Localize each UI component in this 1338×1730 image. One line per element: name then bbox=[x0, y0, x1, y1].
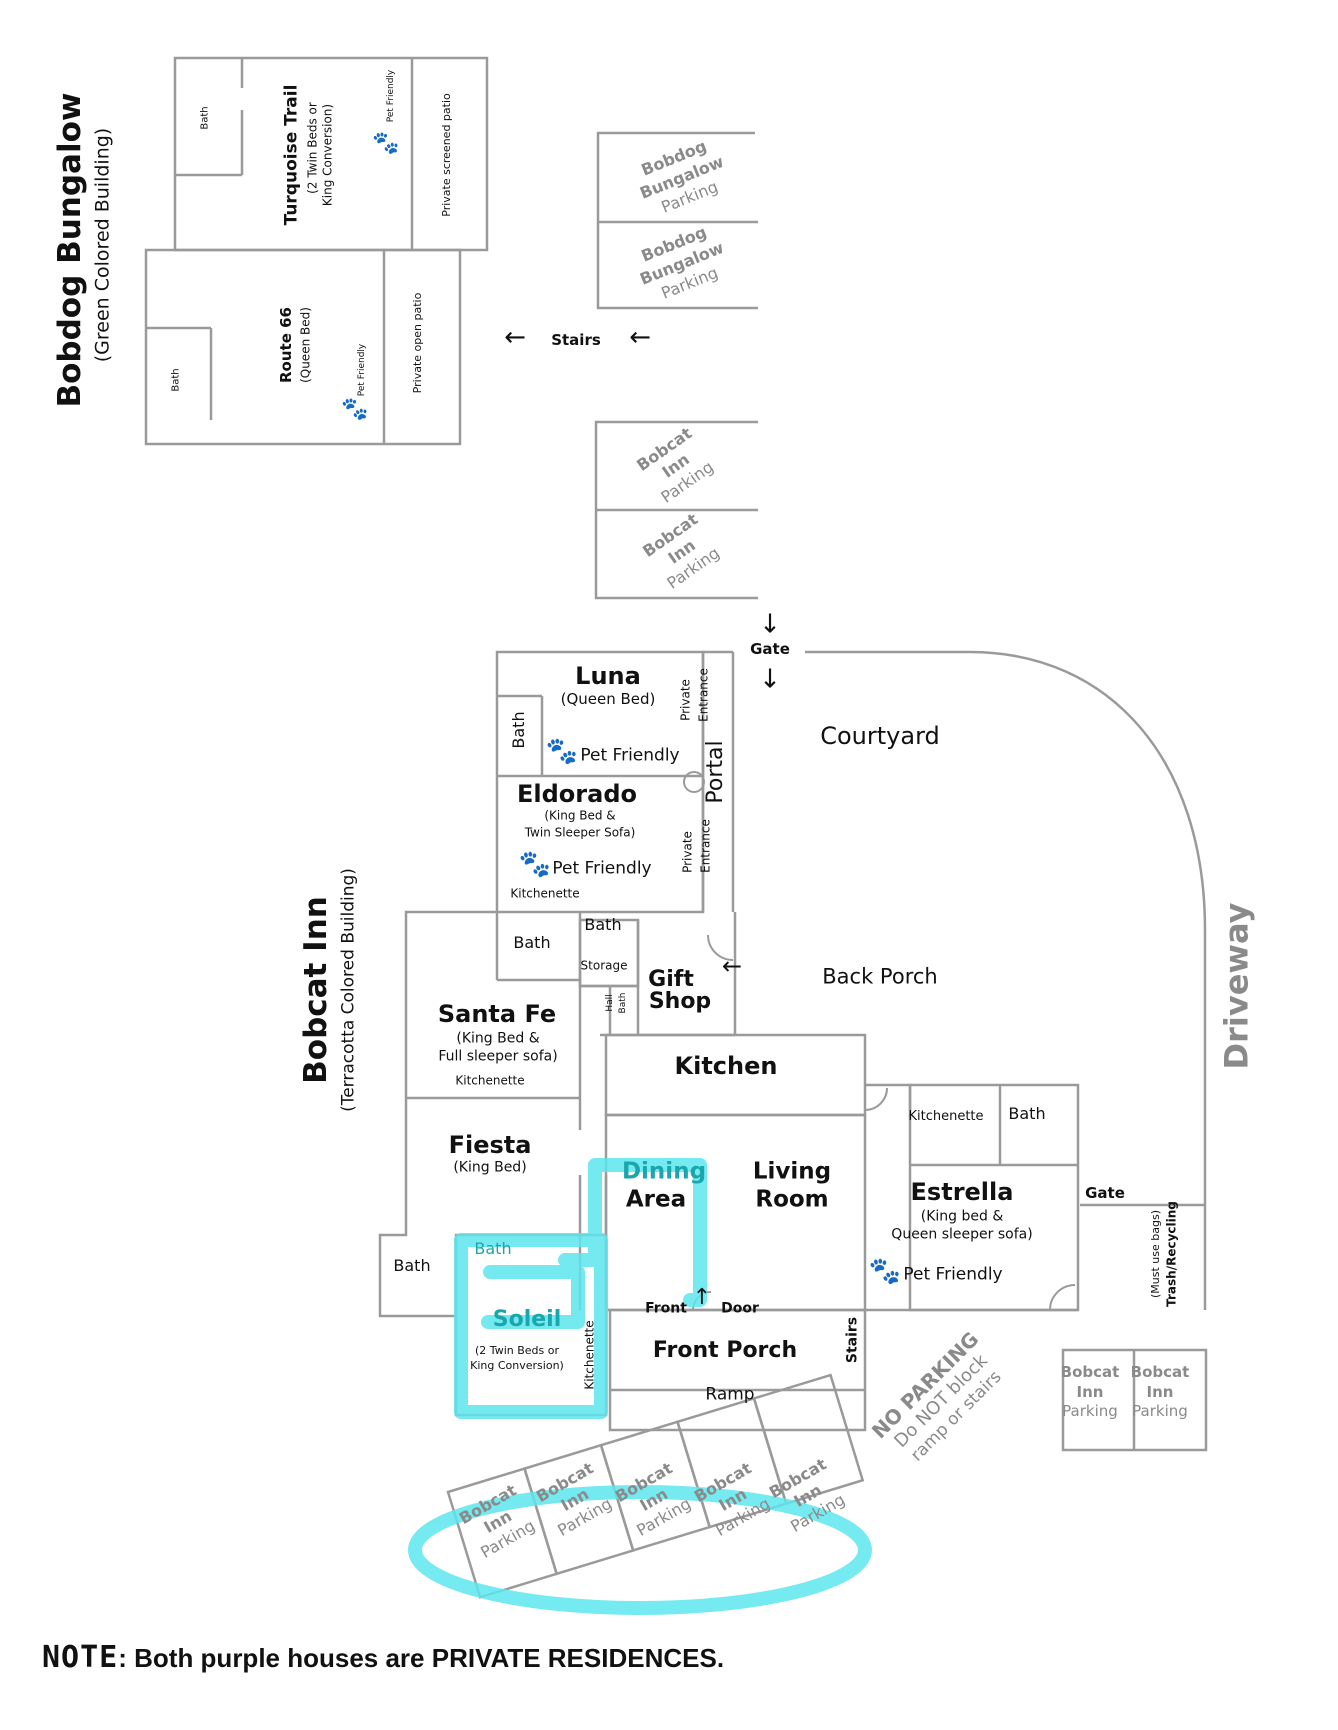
kitchenette-label: Kitchenette bbox=[510, 886, 580, 901]
gate-label: Gate bbox=[750, 639, 790, 658]
arrow-left-icon: ← bbox=[721, 951, 743, 980]
stairs-label: Stairs bbox=[844, 1316, 861, 1364]
paw-icon: 🐾 bbox=[372, 130, 400, 156]
door-label: Door bbox=[721, 1300, 759, 1317]
arrow-down-icon: ↓ bbox=[759, 609, 781, 640]
pet-friendly-label: Pet Friendly bbox=[580, 745, 680, 766]
front-porch-label: Front Porch bbox=[652, 1337, 798, 1363]
bath-label: Bath bbox=[474, 1239, 512, 1259]
estrella-beds-1: (King bed & bbox=[920, 1208, 1004, 1225]
dining-area-1: Dining bbox=[621, 1158, 707, 1185]
hall-bath-1: Hall bbox=[605, 994, 616, 1012]
pet-friendly-label: Pet Friendly bbox=[552, 858, 652, 879]
paw-icon: 🐾 bbox=[341, 396, 369, 422]
luna-name: Luna bbox=[575, 661, 641, 690]
open-patio-label: Private open patio bbox=[410, 292, 424, 394]
eldorado-beds-2: Twin Sleeper Sofa) bbox=[524, 825, 636, 840]
arrow-left-icon: ← bbox=[504, 322, 526, 353]
bath-label: Bath bbox=[509, 711, 529, 749]
pet-friendly-label: Pet Friendly bbox=[903, 1264, 1003, 1285]
route66-name: Route 66 bbox=[276, 307, 295, 383]
bath-label: Bath bbox=[199, 106, 211, 130]
turquoise-trail-beds-1: (2 Twin Beds or bbox=[305, 102, 320, 194]
bath-label: Bath bbox=[513, 933, 551, 953]
bath-label: Bath bbox=[1008, 1104, 1046, 1124]
eldorado-name: Eldorado bbox=[517, 779, 637, 808]
gate-label: Gate bbox=[1085, 1183, 1125, 1202]
private-entrance-2: Entrance bbox=[698, 819, 713, 873]
paw-icon: 🐾 bbox=[868, 1256, 902, 1287]
gift-shop-1: Gift bbox=[648, 966, 694, 992]
kitchenette-label: Kitchenette bbox=[582, 1320, 597, 1390]
fiesta-beds: (King Bed) bbox=[453, 1159, 527, 1176]
inn-title: Bobcat Inn bbox=[297, 896, 334, 1084]
turquoise-trail-beds-2: King Conversion) bbox=[320, 103, 335, 207]
arrow-down-icon: ↓ bbox=[759, 664, 781, 695]
pet-friendly-label: Pet Friendly bbox=[357, 343, 368, 397]
living-room-2: Room bbox=[755, 1186, 829, 1213]
bath-label: Bath bbox=[393, 1256, 431, 1276]
note-text: NOTE: Both purple houses are PRIVATE RES… bbox=[42, 1640, 724, 1675]
gift-shop-2: Shop bbox=[648, 988, 712, 1014]
private-entrance-1: Private bbox=[680, 831, 695, 873]
hall-bath-2: Bath bbox=[618, 992, 629, 1014]
driveway-label: Driveway bbox=[1217, 902, 1256, 1070]
estrella-beds-2: Queen sleeper sofa) bbox=[891, 1226, 1033, 1243]
note-label: NOTE bbox=[42, 1640, 119, 1675]
front-label: Front bbox=[645, 1300, 687, 1317]
dining-area-2: Area bbox=[625, 1186, 687, 1213]
bath-label: Bath bbox=[170, 368, 182, 392]
ramp-label: Ramp bbox=[705, 1384, 755, 1405]
paw-icon: 🐾 bbox=[518, 849, 552, 880]
note-message: : Both purple houses are PRIVATE RESIDEN… bbox=[118, 1643, 725, 1673]
turquoise-trail-name: Turquoise Trail bbox=[281, 84, 302, 226]
private-entrance-2: Entrance bbox=[696, 668, 711, 722]
storage-label: Storage bbox=[580, 958, 628, 973]
private-entrance-1: Private bbox=[678, 679, 693, 721]
arrow-up-icon: ↑ bbox=[692, 1284, 712, 1310]
bungalow-title: Bobdog Bungalow bbox=[51, 92, 88, 408]
stairs-label: Stairs bbox=[551, 330, 601, 349]
kitchenette-label: Kitchenette bbox=[455, 1073, 525, 1088]
fiesta-name: Fiesta bbox=[448, 1130, 532, 1159]
soleil-beds-2: King Conversion) bbox=[470, 1358, 564, 1372]
living-room-1: Living bbox=[752, 1158, 832, 1185]
pet-friendly-label: Pet Friendly bbox=[386, 69, 397, 123]
courtyard-label: Courtyard bbox=[820, 721, 940, 750]
kitchenette-label: Kitchenette bbox=[908, 1108, 984, 1124]
route66-beds: (Queen Bed) bbox=[298, 307, 313, 383]
paw-icon: 🐾 bbox=[545, 736, 579, 767]
bungalow-subtitle: (Green Colored Building) bbox=[91, 127, 114, 363]
eldorado-beds-1: (King Bed & bbox=[544, 808, 616, 823]
estrella-name: Estrella bbox=[910, 1177, 1014, 1206]
arrow-left-icon: ← bbox=[629, 322, 651, 353]
trash-label-2: (Must use bags) bbox=[1148, 1210, 1162, 1298]
portal-label: Portal bbox=[702, 740, 728, 804]
inn-subtitle: (Terracotta Colored Building) bbox=[338, 868, 359, 1112]
bath-label: Bath bbox=[584, 915, 622, 935]
soleil-name: Soleil bbox=[492, 1306, 562, 1332]
screened-patio-label: Private screened patio bbox=[439, 93, 453, 217]
santafe-beds-2: Full sleeper sofa) bbox=[438, 1048, 558, 1065]
santafe-name: Santa Fe bbox=[437, 999, 557, 1028]
back-porch-label: Back Porch bbox=[822, 964, 938, 989]
trash-label-1: Trash/Recycling bbox=[1164, 1201, 1179, 1307]
soleil-beds-1: (2 Twin Beds or bbox=[475, 1343, 559, 1357]
santafe-beds-1: (King Bed & bbox=[456, 1030, 540, 1047]
luna-beds: (Queen Bed) bbox=[560, 689, 656, 708]
kitchen-label: Kitchen bbox=[674, 1051, 778, 1080]
